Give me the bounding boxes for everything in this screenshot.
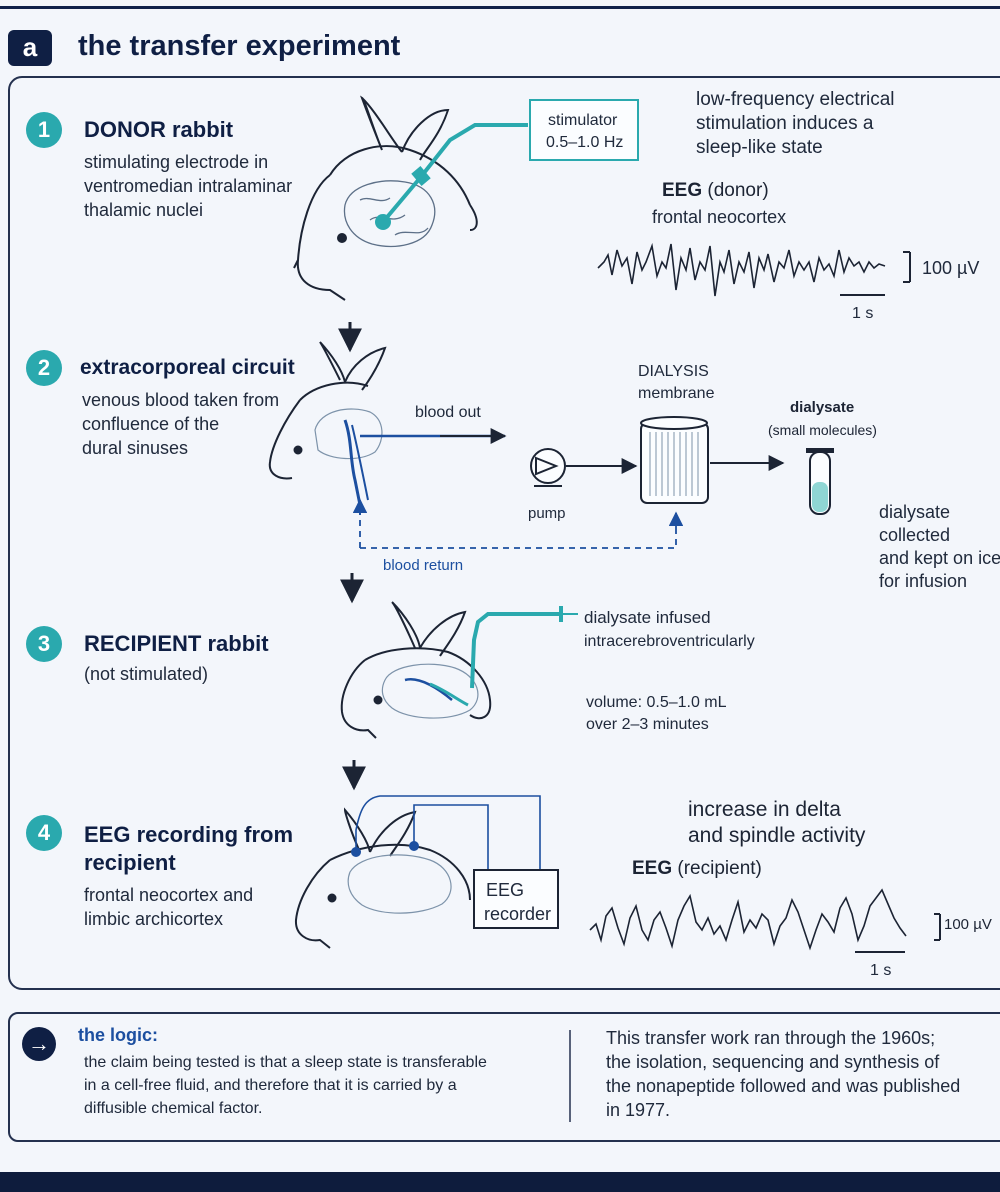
stimulating-electrode [381,123,528,224]
recording-rabbit-illustration [294,807,471,949]
recipient-note-2: and spindle activity [688,824,866,847]
volume-label-1: volume: 0.5–1.0 mL [586,694,727,711]
step-3-title: RECIPIENT rabbit [84,631,269,656]
step-1-number: 1 [26,112,62,148]
history-line-3: the nonapeptide followed and was publish… [606,1076,961,1096]
panel-title: the transfer experiment [78,30,401,62]
infusion-cannula [470,612,560,689]
recipient-rabbit-illustration [340,601,492,739]
eeg-donor-label: EEG (donor) [662,180,769,201]
dialysate-sub-label: (small molecules) [768,422,877,438]
stimulator-label-1: stimulator [548,112,618,129]
eeg-recipient-trace [589,888,907,951]
step-1-line-1: stimulating electrode in [84,152,269,172]
history-line-4: in 1977. [606,1100,671,1120]
bottom-bar [0,1172,1000,1192]
step-1-line-3: thalamic nuclei [84,200,204,220]
panel-badge: a [8,30,52,66]
logic-title: the logic: [78,1025,158,1045]
step-4-line-1: frontal neocortex and [84,885,254,905]
step-2-number: 2 [26,350,62,386]
dialysate-label: dialysate [790,399,855,416]
logic-line-1: the claim being tested is that a sleep s… [84,1054,487,1071]
pump-label: pump [528,505,566,522]
dialysate-tube-illustration [806,448,834,515]
eeg-recipient-voltage: 100 µV [944,916,992,933]
step-4-title-1: EEG recording from [84,822,294,847]
step-3-line-1: (not stimulated) [84,664,209,684]
venous-vessel [343,419,362,506]
donor-rabbit-illustration [293,95,478,301]
eeg-recipient-time: 1 s [870,962,892,979]
recorder-label-1: EEG [486,880,525,900]
eeg-donor-trace [597,242,886,297]
collected-note-2: collected [879,525,951,545]
donor-note-1: low-frequency electrical [696,89,895,110]
collected-note-3: and kept on ice [879,548,1000,568]
blood-out-label: blood out [415,404,481,421]
pump-illustration [530,448,566,487]
step-2-title: extracorporeal circuit [80,356,295,379]
recipient-brain [381,663,479,719]
step-2-line-2: confluence of the [82,414,220,434]
volume-label-2: over 2–3 minutes [586,716,709,733]
step-4-line-2: limbic archicortex [84,909,224,929]
dialysis-label-2: membrane [638,385,715,402]
recipient-note-1: increase in delta [688,798,841,821]
step-3-number: 3 [26,626,62,662]
eeg-recorder-box [473,869,559,929]
recording-brain [347,854,452,914]
step-1-title: DONOR rabbit [84,117,234,142]
eeg-donor-voltage: 100 µV [922,258,980,278]
donor-note-3: sleep-like state [696,137,823,158]
recorder-label-2: recorder [484,904,552,924]
dialysis-label-1: DIALYSIS [638,363,709,380]
collected-note-4: for infusion [879,571,968,591]
stimulator-label-2: 0.5–1.0 Hz [546,134,624,151]
step-4-title-2: recipient [84,850,176,875]
history-line-1: This transfer work ran through the 1960s… [606,1028,936,1048]
infusion-label-1: dialysate infused [584,608,711,627]
step-2-line-3: dural sinuses [82,438,189,458]
step-1-line-2: ventromedian intralaminar [84,176,293,196]
ventricle [404,678,453,701]
eeg-recipient-label: EEG (recipient) [632,858,762,879]
stimulator-box [529,99,639,161]
experiment-frame [8,76,1000,990]
circuit-brain [314,408,383,460]
collected-note-1: dialysate [879,502,951,522]
infusion-label-2: intracerebroventricularly [584,633,755,650]
eeg-donor-time: 1 s [852,305,874,322]
donor-note-2: stimulation induces a [696,113,874,134]
eeg-donor-region: frontal neocortex [652,207,787,227]
blood-return-label: blood return [383,557,464,574]
electrode-tip [375,214,391,230]
logic-box [8,1012,1000,1142]
logic-line-2: in a cell-free fluid, and therefore that… [84,1077,457,1094]
top-rule [0,6,1000,9]
arrow-right-icon: → [22,1027,56,1061]
step-2-line-1: venous blood taken from [82,390,280,410]
history-line-2: the isolation, sequencing and synthesis … [606,1052,940,1072]
circuit-rabbit-illustration [268,341,387,480]
logic-line-3: diffusible chemical factor. [84,1100,263,1117]
recording-wires [355,795,541,870]
blood-return-path [359,505,677,549]
step-4-number: 4 [26,815,62,851]
